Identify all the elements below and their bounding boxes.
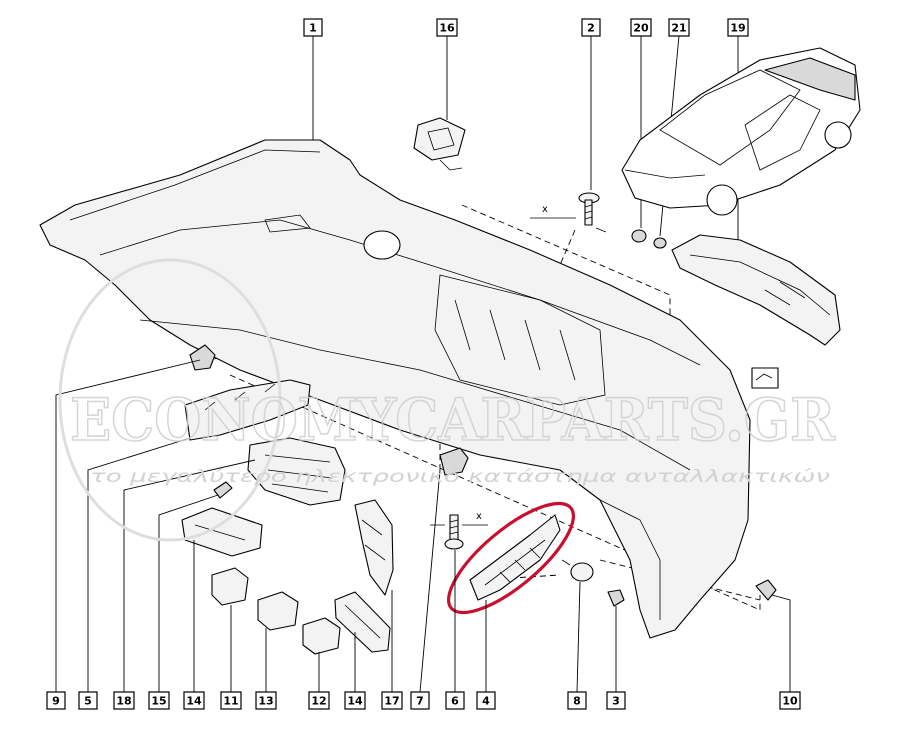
part-4-bracket <box>469 514 561 601</box>
callout-14b: 14 <box>344 691 366 710</box>
axis-mark-bottom: x <box>476 511 482 522</box>
part-3-clip <box>607 589 625 607</box>
callout-label: 14 <box>186 695 202 708</box>
part-13-clip <box>257 591 299 631</box>
callout-label: 4 <box>482 695 490 708</box>
part-20-nut <box>631 229 647 243</box>
callout-label: 2 <box>587 22 595 35</box>
callout-label: 19 <box>730 22 745 35</box>
callouts-bottom: 9 5 18 15 14 11 13 12 <box>46 691 801 710</box>
callout-7: 7 <box>410 691 430 710</box>
callout-label: 1 <box>309 22 317 35</box>
watermark-slogan: το μεγαλύτερο ηλεκτρονικό κατάστημα αντα… <box>90 467 831 487</box>
callout-4: 4 <box>476 691 496 710</box>
callout-19: 19 <box>727 18 749 37</box>
callout-label: 13 <box>258 695 273 708</box>
callout-label: 17 <box>384 695 399 708</box>
part-19-reinforcement <box>671 234 841 346</box>
callout-2: 2 <box>581 18 601 37</box>
callout-label: 16 <box>439 22 455 35</box>
callouts-top: 1 16 2 20 21 19 <box>303 18 749 37</box>
callout-label: 12 <box>311 695 326 708</box>
callout-18: 18 <box>113 691 135 710</box>
callout-label: 15 <box>151 695 166 708</box>
callout-17: 17 <box>381 691 403 710</box>
callout-label: 20 <box>633 22 649 35</box>
callout-10: 10 <box>779 691 801 710</box>
callout-13: 13 <box>255 691 277 710</box>
car-illustration <box>621 47 861 216</box>
axis-mark-top: x <box>542 204 548 215</box>
callout-12: 12 <box>308 691 330 710</box>
callout-14a: 14 <box>183 691 205 710</box>
callout-label: 9 <box>52 695 60 708</box>
part-8-pushnut <box>561 559 594 582</box>
callout-label: 18 <box>116 695 131 708</box>
watermark-brand: ECONOMYCARPARTS.GR <box>70 386 836 454</box>
callout-9: 9 <box>46 691 66 710</box>
callout-label: 5 <box>84 695 92 708</box>
callout-label: 3 <box>612 695 620 708</box>
part-10-label <box>751 367 779 389</box>
part-9-clip <box>189 344 216 371</box>
watermark: ECONOMYCARPARTS.GR το μεγαλύτερο ηλεκτρο… <box>58 258 837 542</box>
leader-lines-bottom <box>55 359 791 693</box>
part-14-guide-lower <box>334 591 391 653</box>
callout-3: 3 <box>606 691 626 710</box>
callout-16: 16 <box>436 18 458 37</box>
rear-bumper <box>39 139 751 639</box>
part-11-clip <box>211 567 249 606</box>
callout-8: 8 <box>567 691 587 710</box>
callout-label: 7 <box>416 695 424 708</box>
part-12-clip <box>302 617 341 655</box>
callout-1: 1 <box>303 18 323 37</box>
callout-21: 21 <box>668 18 690 37</box>
part-16-license-lamp <box>413 117 466 171</box>
part-7-clip <box>439 447 469 476</box>
callout-15: 15 <box>148 691 170 710</box>
part-2-screw: x <box>530 192 607 233</box>
part-17-side-bracket <box>354 499 394 596</box>
callout-label: 11 <box>223 695 238 708</box>
callout-label: 21 <box>671 22 686 35</box>
callout-label: 6 <box>451 695 459 708</box>
part-4-highlight-ring <box>446 501 576 615</box>
part-21-clip <box>653 237 667 249</box>
callout-11: 11 <box>220 691 242 710</box>
callout-6: 6 <box>445 691 465 710</box>
part-10-bottom-clip <box>755 579 777 601</box>
callout-5: 5 <box>78 691 98 710</box>
part-6-screw: x <box>430 511 488 550</box>
callout-label: 8 <box>573 695 581 708</box>
callout-label: 14 <box>347 695 363 708</box>
callout-label: 10 <box>782 695 798 708</box>
callout-20: 20 <box>630 18 652 37</box>
